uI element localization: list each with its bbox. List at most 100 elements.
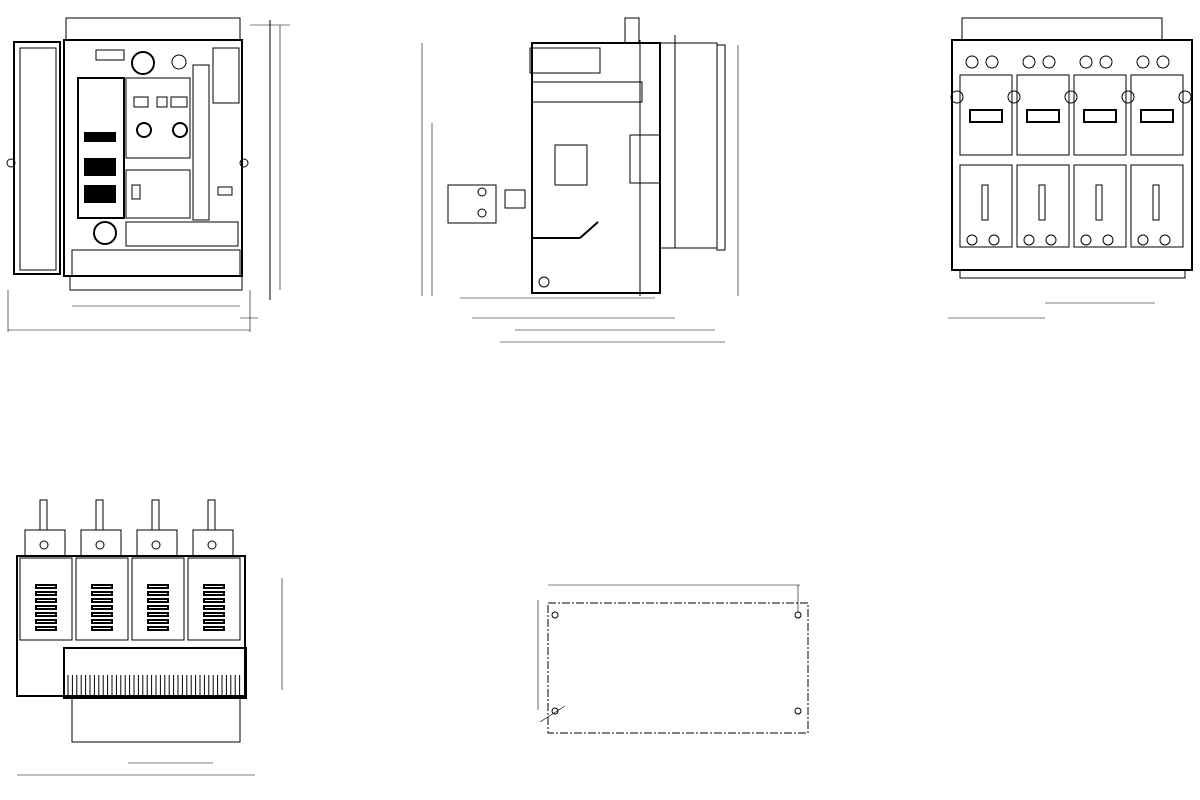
vent-slot	[147, 619, 169, 624]
terminal-bolt	[1156, 55, 1170, 69]
top-pole	[131, 499, 185, 641]
side-view	[421, 17, 739, 343]
contact-bar	[1095, 184, 1103, 221]
vent-slot	[203, 598, 225, 603]
terminal-bolt	[966, 234, 978, 246]
pole-housing	[1073, 74, 1127, 156]
vent-slot	[35, 605, 57, 610]
front-view	[6, 17, 290, 332]
top-base	[71, 696, 241, 743]
contact-bar	[1038, 184, 1046, 221]
terminal-strip	[63, 647, 247, 699]
vent-slot	[91, 605, 113, 610]
connector-bolt	[151, 540, 161, 550]
busbar-stud	[151, 499, 160, 531]
rear-pole	[1130, 55, 1184, 248]
terminal-bolt	[965, 55, 979, 69]
vent-slot	[203, 591, 225, 596]
arc-chute	[1026, 109, 1060, 123]
pole-cover	[187, 557, 241, 641]
top-pole	[19, 499, 73, 641]
pole-cover	[131, 557, 185, 641]
busbar-stud	[95, 499, 104, 531]
terminal-bolt	[1079, 55, 1093, 69]
panel-cutout-view	[537, 584, 809, 734]
connector-head	[136, 529, 178, 557]
top-pole	[187, 499, 241, 641]
pole-cover	[75, 557, 129, 641]
connector-head	[24, 529, 66, 557]
vent-slot	[35, 584, 57, 589]
vent-slot	[35, 598, 57, 603]
connector-head	[192, 529, 234, 557]
pole-lower	[1130, 164, 1184, 248]
vent-slot	[35, 612, 57, 617]
top-frame	[16, 555, 246, 697]
vent-slot	[147, 605, 169, 610]
pole-housing	[1130, 74, 1184, 156]
pole-cover	[19, 557, 73, 641]
frame-bolt	[1064, 90, 1078, 104]
pole-lower	[1073, 164, 1127, 248]
vent-slot	[203, 605, 225, 610]
frame-bolt	[1121, 90, 1135, 104]
frame-bolt	[1178, 90, 1192, 104]
vent-slot	[147, 591, 169, 596]
frame-bolt	[950, 90, 964, 104]
terminal-bolt	[988, 234, 1000, 246]
connector-bolt	[95, 540, 105, 550]
terminal-bolt	[1137, 234, 1149, 246]
terminal-bolt	[1045, 234, 1057, 246]
connector-bolt	[39, 540, 49, 550]
terminal-bolt	[1099, 55, 1113, 69]
connector-head	[80, 529, 122, 557]
terminal-bolt	[1080, 234, 1092, 246]
contact-bar	[1152, 184, 1160, 221]
terminal-bolt	[1102, 234, 1114, 246]
terminal-block	[961, 17, 1163, 41]
vent-slot	[147, 612, 169, 617]
pole-lower	[1016, 164, 1070, 248]
vent-slot	[91, 612, 113, 617]
rear-view	[948, 17, 1193, 319]
vent-slot	[91, 626, 113, 631]
vent-slot	[147, 626, 169, 631]
vent-slot	[203, 612, 225, 617]
vent-slot	[91, 584, 113, 589]
terminal-bolt	[1022, 55, 1036, 69]
vent-slot	[35, 626, 57, 631]
vent-slot	[203, 619, 225, 624]
pole-housing	[959, 74, 1013, 156]
vent-slot	[91, 619, 113, 624]
connector-bolt	[207, 540, 217, 550]
top-view	[16, 499, 283, 776]
busbar-stud	[207, 499, 216, 531]
frame-bolt	[1007, 90, 1021, 104]
busbar-stud	[39, 499, 48, 531]
vent-slot	[147, 584, 169, 589]
rear-pole	[1016, 55, 1070, 248]
vent-slot	[35, 619, 57, 624]
terminal-bolt	[1042, 55, 1056, 69]
vent-slot	[203, 626, 225, 631]
vent-slot	[147, 598, 169, 603]
vent-slot	[91, 591, 113, 596]
base-rail	[959, 269, 1186, 279]
pole-lower	[959, 164, 1013, 248]
terminal-bolt	[1159, 234, 1171, 246]
arc-chute	[1140, 109, 1174, 123]
vent-slot	[203, 584, 225, 589]
arc-chute	[969, 109, 1003, 123]
terminal-bolt	[1136, 55, 1150, 69]
arc-chute	[1083, 109, 1117, 123]
top-pole	[75, 499, 129, 641]
vent-slot	[35, 591, 57, 596]
vent-slot	[91, 598, 113, 603]
rear-pole	[1073, 55, 1127, 248]
rear-pole	[959, 55, 1013, 248]
pole-housing	[1016, 74, 1070, 156]
terminal-bolt	[985, 55, 999, 69]
terminal-bolt	[1023, 234, 1035, 246]
contact-bar	[981, 184, 989, 221]
